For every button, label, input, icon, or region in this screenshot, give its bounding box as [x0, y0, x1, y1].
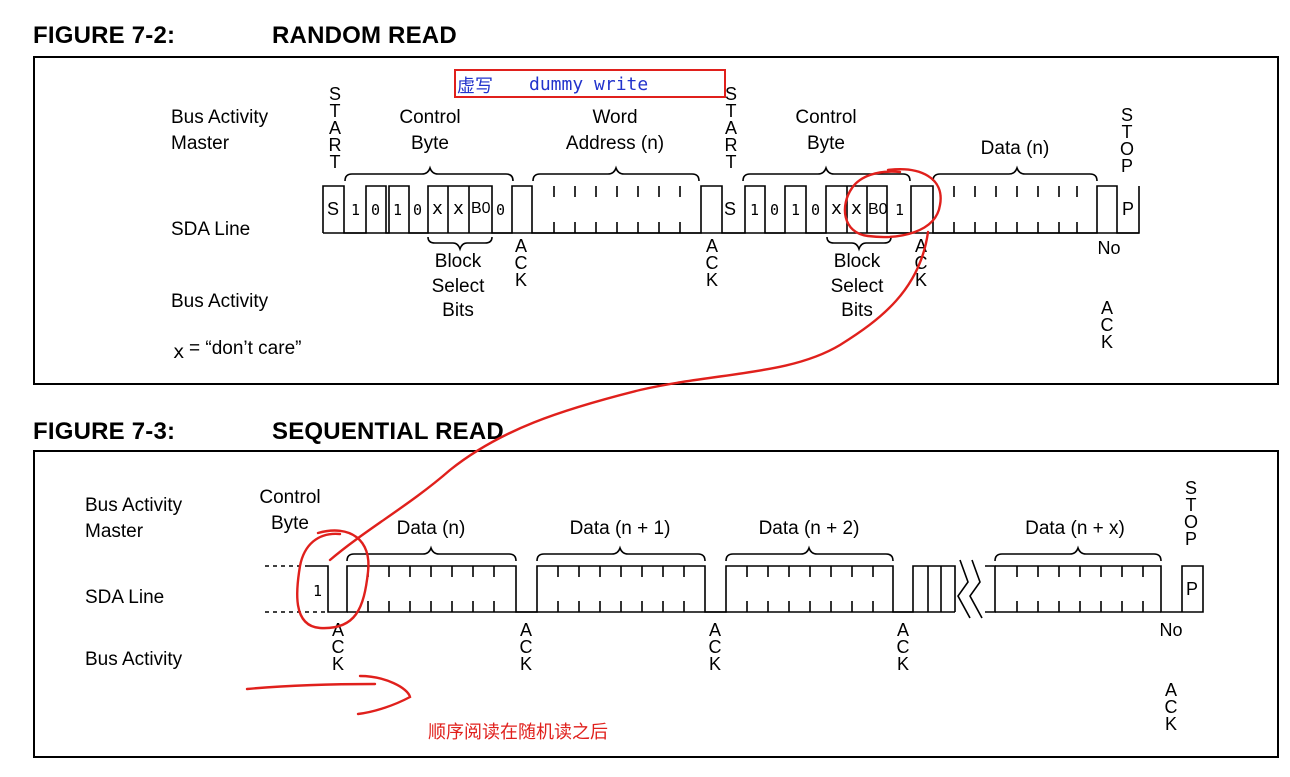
- dont-care-text: = “don’t care”: [189, 338, 302, 359]
- bus-activity-label: Bus Activity: [171, 291, 269, 312]
- bit-cell: B0: [471, 200, 491, 217]
- stop-label: STOP: [1119, 105, 1134, 176]
- control-byte-heading-1a: Control: [399, 107, 461, 128]
- figure-7-3-title: SEQUENTIAL READ: [272, 418, 504, 445]
- control-byte-heading-b: Byte: [270, 513, 310, 534]
- bit-one: 1: [313, 582, 323, 600]
- block-select-1a: Block: [434, 251, 482, 272]
- data-heading: Data (n + x): [1025, 518, 1125, 539]
- word-address-heading-a: Word: [592, 107, 638, 128]
- bit-cell: 1: [895, 201, 905, 219]
- block-select-2c: Bits: [841, 300, 873, 321]
- block-select-1c: Bits: [442, 300, 474, 321]
- sda-line-label: SDA Line: [171, 219, 251, 240]
- data-n-heading: Data (n): [980, 138, 1050, 159]
- word-address-heading-b: Address (n): [565, 133, 665, 154]
- stop-bit-p: P: [1122, 199, 1135, 219]
- start-bit-s-1: S: [327, 199, 340, 219]
- stop-label: STOP: [1183, 478, 1198, 549]
- arrow-head: [356, 674, 412, 716]
- start-bit-s-2: S: [724, 199, 737, 219]
- dummy-write-box: [454, 69, 726, 98]
- sda-waveform-2: [305, 565, 956, 613]
- bus-activity-master-label-1: Bus Activity: [171, 107, 269, 128]
- ack-label: ACK: [705, 236, 719, 290]
- control-byte-heading-2a: Control: [795, 107, 857, 128]
- no-label: No: [1159, 620, 1183, 640]
- bus-activity-master-label-2: Master: [85, 521, 144, 542]
- bit-cell: 0: [770, 201, 780, 219]
- start-label-1: START: [328, 84, 342, 172]
- bus-activity-master-label-1: Bus Activity: [85, 495, 183, 516]
- no-ack-label: ACK: [1164, 680, 1178, 734]
- bit-cell: x: [432, 198, 443, 219]
- bit-cell: B0: [868, 201, 888, 218]
- bit-cell: x: [851, 198, 862, 219]
- bit-cell: x: [453, 198, 464, 219]
- bit-cell: 1: [791, 201, 801, 219]
- bit-cell: 1: [351, 201, 361, 219]
- block-select-2b: Select: [830, 276, 884, 297]
- bit-cell: 0: [496, 201, 506, 219]
- control-byte-heading-1b: Byte: [410, 133, 450, 154]
- control-byte-heading-2b: Byte: [806, 133, 846, 154]
- figure-7-3-number: FIGURE 7-3:: [33, 418, 176, 445]
- data-ticks-2: [367, 566, 1144, 612]
- stop-bit-p: P: [1186, 579, 1199, 599]
- dont-care-x: x: [173, 341, 185, 363]
- block-select-2a: Block: [833, 251, 881, 272]
- figure-7-2-number: FIGURE 7-2:: [33, 22, 176, 49]
- ack-label: ACK: [514, 236, 528, 290]
- bit-cell: 0: [413, 201, 423, 219]
- arrow-line: [245, 682, 377, 691]
- sda-line-label: SDA Line: [85, 587, 165, 608]
- dummy-write-en: dummy write: [529, 74, 649, 95]
- sequential-after-random-note: 顺序阅读在随机读之后: [428, 722, 608, 743]
- block-select-1b: Select: [431, 276, 485, 297]
- connector-curve: [328, 230, 930, 562]
- bus-activity-label: Bus Activity: [85, 649, 183, 670]
- data-heading: Data (n + 1): [569, 518, 671, 539]
- highlight-circle-1: [843, 168, 942, 239]
- data-heading: Data (n): [396, 518, 466, 539]
- bit-cell: 0: [811, 201, 821, 219]
- dummy-write-cn: 虚写: [457, 76, 493, 97]
- no-ack-label: ACK: [1100, 298, 1114, 352]
- highlight-circle-2: [296, 529, 370, 630]
- ack-label: ACK: [708, 620, 722, 674]
- data-heading: Data (n + 2): [758, 518, 860, 539]
- no-label: No: [1097, 238, 1121, 258]
- ack-label: ACK: [519, 620, 533, 674]
- bit-cell: x: [831, 198, 842, 219]
- start-label-2: START: [724, 84, 738, 172]
- control-byte-heading-a: Control: [259, 487, 321, 508]
- random-read-diagram: [33, 56, 1279, 385]
- ack-label: ACK: [896, 620, 910, 674]
- figure-7-2-title: RANDOM READ: [272, 22, 457, 49]
- bit-cell: 1: [393, 201, 403, 219]
- sequential-read-diagram: [33, 450, 1279, 758]
- red-annotations: [245, 168, 942, 716]
- bit-cell: 0: [371, 201, 381, 219]
- bus-activity-master-label-2: Master: [171, 133, 230, 154]
- bit-cell: 1: [750, 201, 760, 219]
